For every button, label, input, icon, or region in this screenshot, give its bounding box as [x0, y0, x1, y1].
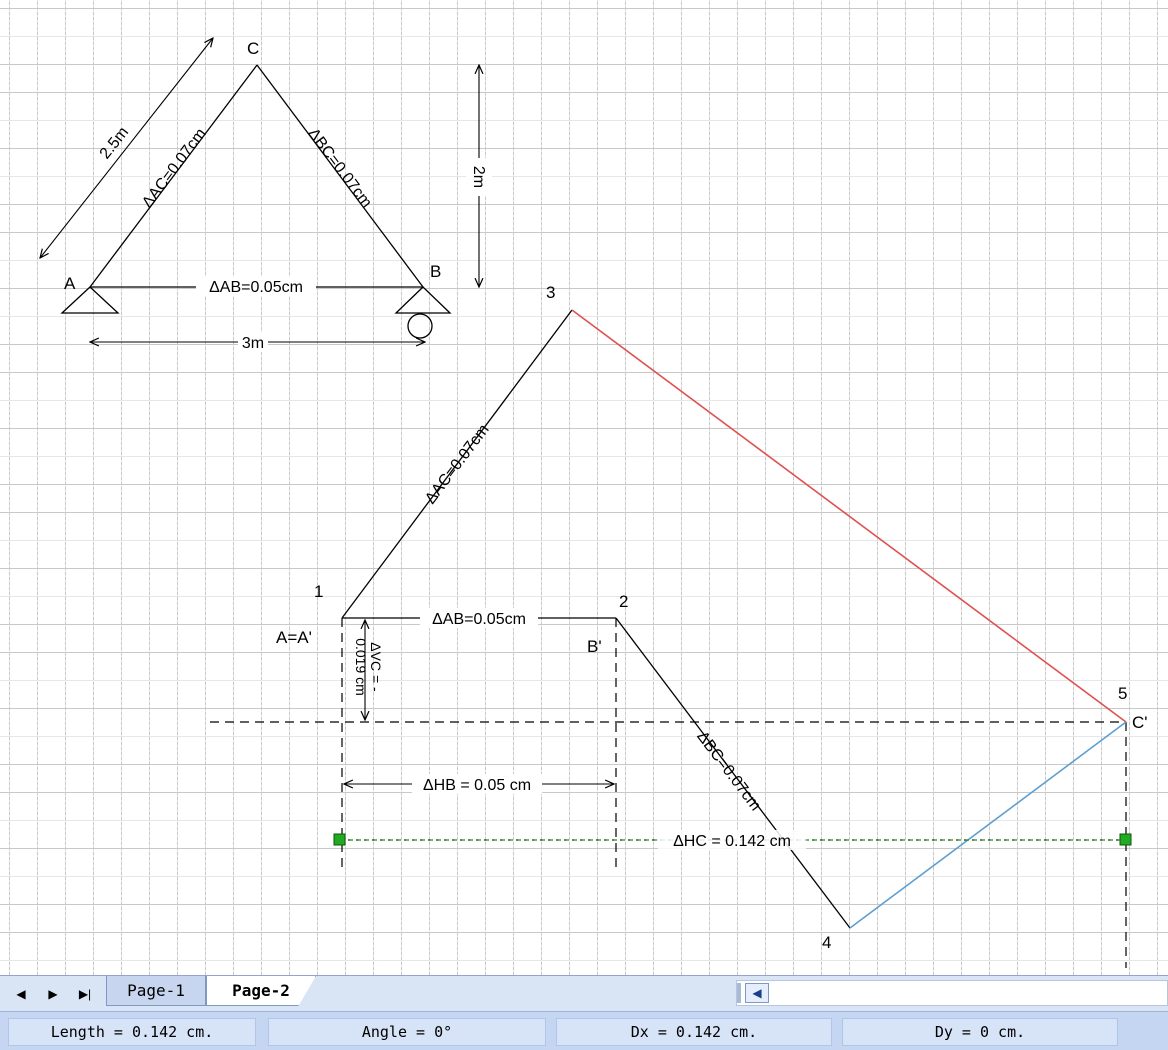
status-bar: Length = 0.142 cm. Angle = 0° Dx = 0.142… [0, 1011, 1168, 1050]
scroll-left-icon[interactable]: ◀ [745, 983, 769, 1003]
vc-label-line1: ΔVC = - [368, 642, 384, 692]
status-angle: Angle = 0° [268, 1018, 546, 1046]
williot-red-line[interactable] [571, 309, 1127, 723]
point-4-label: 4 [822, 933, 831, 952]
delta-ac-label: ΔAC=0.07cm [139, 125, 210, 211]
vc-label-line2: 0.019 cm [353, 638, 369, 696]
b-prime-label: B' [587, 637, 602, 656]
williot-ac-label: ΔAC=0.07cm [422, 421, 493, 507]
hb-label: ΔHB = 0.05 cm [423, 777, 531, 794]
delta-bc-label: ΔBC=0.07cm [304, 125, 375, 211]
truss-diagram: C A B 2.5m 2m 3m ΔAC=0.07cm ΔBC=0.07cm Δ… [40, 38, 492, 352]
drawing-svg: C A B 2.5m 2m 3m ΔAC=0.07cm ΔBC=0.07cm Δ… [0, 0, 1148, 968]
roller-wheel-b [407, 313, 433, 339]
williot-bc-label: ΔBC=0.07cm [693, 728, 764, 814]
vertex-c-label: C [247, 39, 259, 58]
dim-ac-label: 2.5m [97, 124, 132, 162]
member-bc[interactable] [256, 64, 424, 288]
status-dy: Dy = 0 cm. [842, 1018, 1118, 1046]
williot-ac[interactable] [341, 309, 573, 619]
point-2-label: 2 [619, 592, 628, 611]
prev-page-icon[interactable]: ◀ [16, 987, 26, 1001]
dim-ab-label: 3m [242, 335, 264, 352]
vertex-b-label: B [430, 262, 441, 281]
page-tab-bar: ◀ ▶ ▶| Page-1 Page-2 ◀ [0, 975, 1168, 1011]
next-page-icon[interactable]: ▶ [48, 987, 58, 1001]
horizontal-scrollbar[interactable]: ◀ [736, 980, 1168, 1006]
dim-line-ac [40, 38, 213, 258]
a-prime-label: A=A' [276, 628, 312, 647]
point-5-label: 5 [1118, 684, 1127, 703]
selection-handle-end[interactable] [1119, 833, 1132, 846]
vertex-a-label: A [64, 274, 76, 293]
tab-page-1[interactable]: Page-1 [106, 976, 206, 1006]
scrollbar-grip[interactable] [737, 983, 741, 1003]
williot-diagram: 1 2 3 4 5 A=A' B' C' ΔAC=0.07cm ΔAB=0.05… [210, 283, 1148, 968]
point-1-label: 1 [314, 582, 323, 601]
williot-bc[interactable] [615, 617, 851, 929]
selection-handle-start[interactable] [333, 833, 346, 846]
williot-blue-line[interactable] [849, 721, 1127, 929]
c-prime-label: C' [1132, 713, 1148, 732]
dim-height-label: 2m [470, 166, 487, 188]
hc-label: ΔHC = 0.142 cm [673, 833, 791, 850]
roller-support-b [394, 286, 452, 314]
delta-ab-label: ΔAB=0.05cm [209, 279, 303, 296]
drawing-canvas[interactable]: C A B 2.5m 2m 3m ΔAC=0.07cm ΔBC=0.07cm Δ… [0, 0, 1168, 975]
williot-ab-label: ΔAB=0.05cm [432, 611, 526, 628]
status-dx: Dx = 0.142 cm. [556, 1018, 832, 1046]
status-length: Length = 0.142 cm. [8, 1018, 256, 1046]
last-page-icon[interactable]: ▶| [78, 987, 92, 1001]
point-3-label: 3 [546, 283, 555, 302]
pin-support-a [60, 286, 120, 314]
tab-page-2[interactable]: Page-2 [206, 976, 316, 1006]
